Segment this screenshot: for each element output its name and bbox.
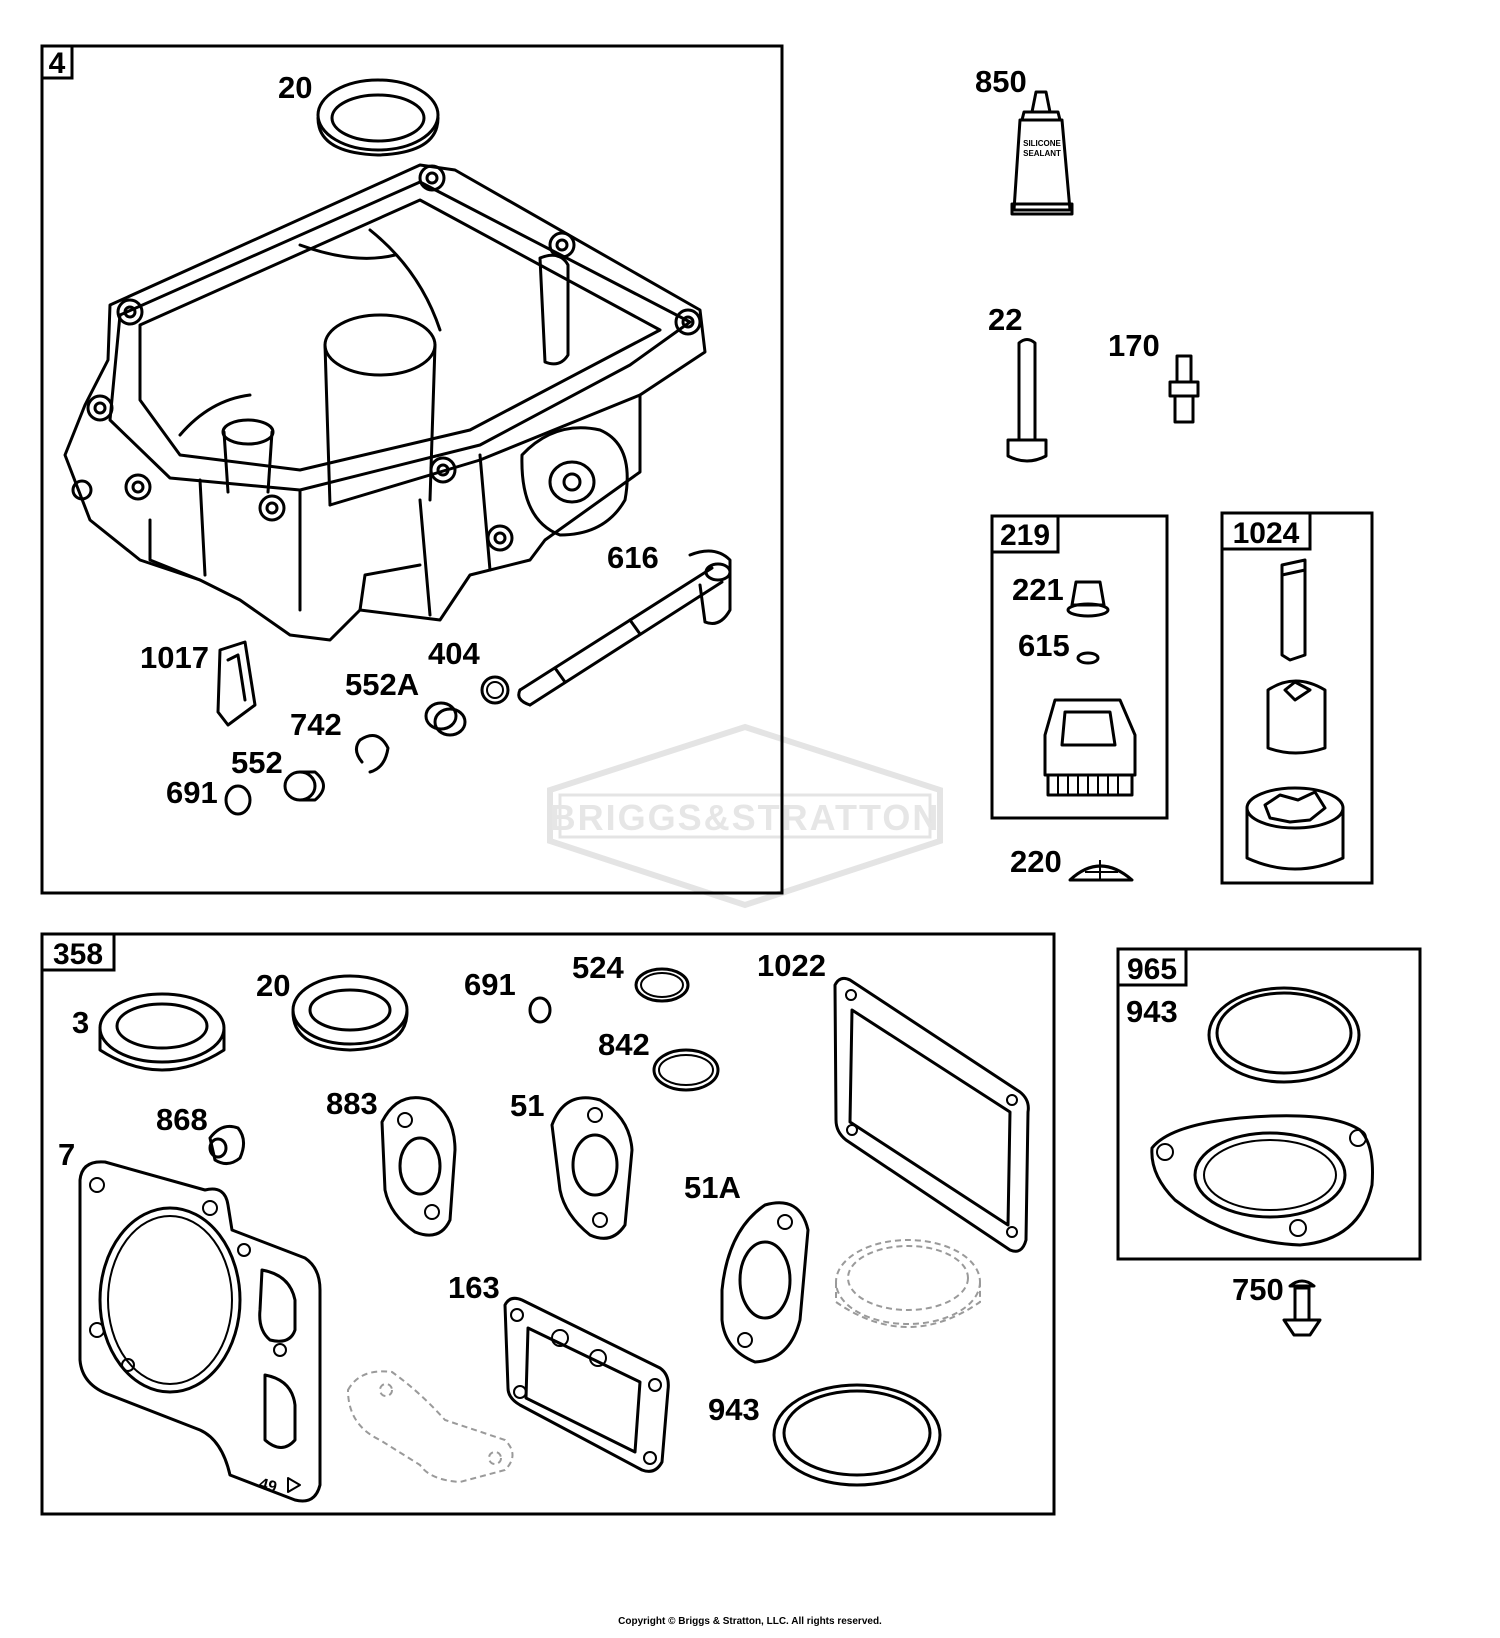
kit-1024: 1024	[1220, 511, 1374, 885]
callout-1022: 1022	[757, 948, 826, 983]
callout-51A: 51A	[684, 1170, 741, 1205]
watermark-logo: BRIGGS&STRATTON	[547, 723, 943, 909]
callout-221: 221	[1012, 572, 1064, 607]
bolt-750-part[interactable]	[1282, 1279, 1322, 1337]
callout-1017: 1017	[140, 640, 209, 675]
kit-358: 358	[40, 932, 1056, 1516]
washer-404-part[interactable]	[480, 675, 510, 705]
callout-552: 552	[231, 745, 283, 780]
callout-404: 404	[428, 636, 480, 671]
callout-220: 220	[1010, 844, 1062, 879]
kit-4: 4	[40, 44, 784, 895]
callout-943-kit965: 943	[1126, 994, 1178, 1029]
callout-943-kit358: 943	[708, 1392, 760, 1427]
callout-163: 163	[448, 1270, 500, 1305]
seal-691-part[interactable]	[224, 784, 252, 816]
callout-616: 616	[607, 540, 659, 575]
callout-51: 51	[510, 1088, 544, 1123]
copyright-notice: Copyright © Briggs & Stratton, LLC. All …	[618, 1616, 882, 1627]
exhaust-gasket-51-part[interactable]	[550, 1096, 634, 1240]
bushing-552A-part[interactable]	[424, 701, 467, 737]
governor-shaft-part[interactable]	[517, 549, 732, 707]
callout-842: 842	[598, 1027, 650, 1062]
tube-label-line1: SILICONE	[1023, 139, 1061, 148]
e-ring-742-part[interactable]	[355, 734, 390, 774]
governor-gear-part[interactable]	[1043, 698, 1137, 797]
callout-7: 7	[58, 1137, 75, 1172]
intake-gasket-883-part[interactable]	[380, 1096, 457, 1237]
seal-691-kit358-part[interactable]	[528, 996, 552, 1024]
exhaust-gasket-51A-part[interactable]	[720, 1201, 810, 1364]
watermark-text: BRIGGS&STRATTON	[550, 797, 941, 838]
silicone-sealant-tube-part[interactable]: SILICONE SEALANT	[1010, 90, 1074, 216]
kit-4-tag: 4	[49, 47, 66, 80]
callout-691-kit358: 691	[464, 967, 516, 1002]
callout-524: 524	[572, 950, 624, 985]
callout-20-kit4: 20	[278, 70, 312, 105]
kit-1024-tag: 1024	[1233, 517, 1300, 550]
pump-inner-rotor-part[interactable]	[1266, 679, 1327, 755]
kit-219: 219	[990, 514, 1169, 820]
part-220[interactable]	[1068, 860, 1134, 882]
bushing-552-part[interactable]	[283, 770, 325, 802]
governor-cup-221-part[interactable]	[1066, 580, 1110, 618]
callout-868: 868	[156, 1102, 208, 1137]
ghost-gasket-part	[346, 1370, 514, 1484]
kit-965: 965	[1116, 947, 1422, 1261]
gasket-mark-49: 49	[257, 1475, 279, 1496]
callout-22: 22	[988, 302, 1022, 337]
callout-883: 883	[326, 1086, 378, 1121]
callout-615: 615	[1018, 628, 1070, 663]
o-ring-842-part[interactable]	[652, 1048, 720, 1092]
oil-seal-20-kit358-part[interactable]	[291, 974, 409, 1052]
cylinder-head-gasket-7-part[interactable]: 49	[78, 1160, 322, 1503]
stud-170-part[interactable]	[1168, 354, 1200, 424]
bolt-22-part[interactable]	[1006, 338, 1048, 463]
valve-seal-868-part[interactable]	[208, 1124, 245, 1165]
callout-691-kit4: 691	[166, 775, 218, 810]
kit-219-tag: 219	[1000, 519, 1050, 552]
callout-20-kit358: 20	[256, 968, 290, 1003]
callout-742: 742	[290, 707, 342, 742]
seal-3-part[interactable]	[98, 992, 226, 1072]
ghost-ring-part	[835, 1239, 981, 1328]
o-ring-943-kit965-part[interactable]	[1207, 986, 1361, 1084]
callout-850: 850	[975, 64, 1027, 99]
pump-shaft-part[interactable]	[1280, 558, 1307, 662]
gasket-163-part[interactable]	[503, 1296, 670, 1473]
pump-outer-rotor-part[interactable]	[1245, 786, 1345, 871]
sump-cover-part[interactable]	[63, 163, 707, 642]
tube-label-line2: SEALANT	[1023, 149, 1061, 158]
callout-170: 170	[1108, 328, 1160, 363]
kit-965-tag: 965	[1127, 953, 1177, 986]
washer-615-part[interactable]	[1076, 651, 1100, 665]
o-ring-524-part[interactable]	[634, 967, 690, 1003]
valve-cover-gasket-1022-part[interactable]	[833, 976, 1030, 1253]
o-ring-943-kit358-part[interactable]	[772, 1383, 942, 1487]
callout-750: 750	[1232, 1272, 1284, 1307]
pump-cover-plate-part[interactable]	[1150, 1114, 1374, 1247]
kit-358-tag: 358	[53, 938, 103, 971]
callout-552A: 552A	[345, 667, 419, 702]
clip-1017-part[interactable]	[216, 640, 257, 727]
oil-seal-part[interactable]	[316, 78, 440, 157]
callout-3: 3	[72, 1005, 89, 1040]
